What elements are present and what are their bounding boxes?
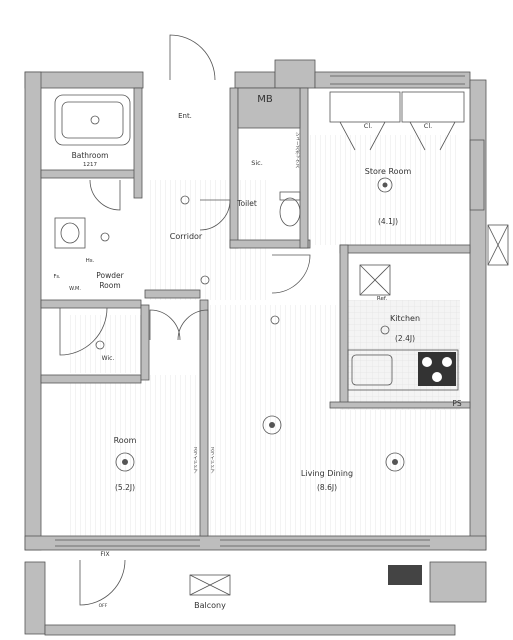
room-floor (66, 375, 206, 537)
label-room: Room (114, 436, 137, 445)
closets (329, 91, 465, 151)
label-hs: Hs. (86, 258, 95, 264)
balcony-hatch (388, 565, 422, 585)
label-fix: FIX (100, 551, 109, 558)
label-powder-room-2: Room (99, 281, 120, 290)
label-powder-room-1: Powder (96, 271, 124, 280)
label-wic: Wic. (102, 355, 115, 362)
label-off: OFF (99, 603, 108, 609)
label-balcony: Balcony (194, 601, 226, 610)
label-ref: Ref. (377, 296, 387, 302)
label-living-dining-size: (8.6J) (317, 483, 337, 492)
wic-floor (66, 315, 146, 373)
label-kitchen: Kitchen (390, 314, 420, 323)
interior-walls (40, 87, 471, 537)
label-living-dining: Living Dining (301, 469, 353, 478)
wash-basin (54, 217, 86, 249)
fridge-space (359, 264, 391, 296)
kitchen-counter (347, 349, 459, 391)
label-fs: Fs. (53, 274, 60, 280)
label-kitchen-size: (2.4J) (395, 334, 415, 343)
bathtub (54, 94, 131, 146)
label-corridor: Corridor (170, 232, 203, 241)
label-sic: Sic. (251, 159, 263, 167)
outdoor-unit (189, 574, 231, 596)
label-ent: Ent. (178, 112, 192, 120)
label-store-room-size: (4.1J) (378, 217, 398, 226)
toilet-fixture (279, 191, 301, 227)
label-cl-2: Cl. (424, 122, 432, 130)
ceiling-lights (95, 177, 405, 472)
windows (55, 75, 485, 547)
label-bathroom: Bathroom (72, 151, 109, 160)
label-cl-1: Cl. (364, 122, 372, 130)
label-room-size: (5.2J) (115, 483, 135, 492)
exterior-unit (487, 224, 509, 266)
label-ps: PS (452, 399, 462, 408)
label-rail-left: スライドドア (193, 446, 198, 474)
label-rail-right: スライドドア (210, 446, 215, 474)
label-bathroom-size: 1217 (83, 162, 97, 168)
doors (59, 34, 311, 606)
label-toilet: Toilet (236, 199, 257, 208)
label-shoe-rack: シューズボックス (295, 132, 300, 168)
label-mb: MB (257, 94, 273, 105)
label-store-room: Store Room (365, 167, 412, 176)
label-wm: W.M. (69, 286, 81, 292)
